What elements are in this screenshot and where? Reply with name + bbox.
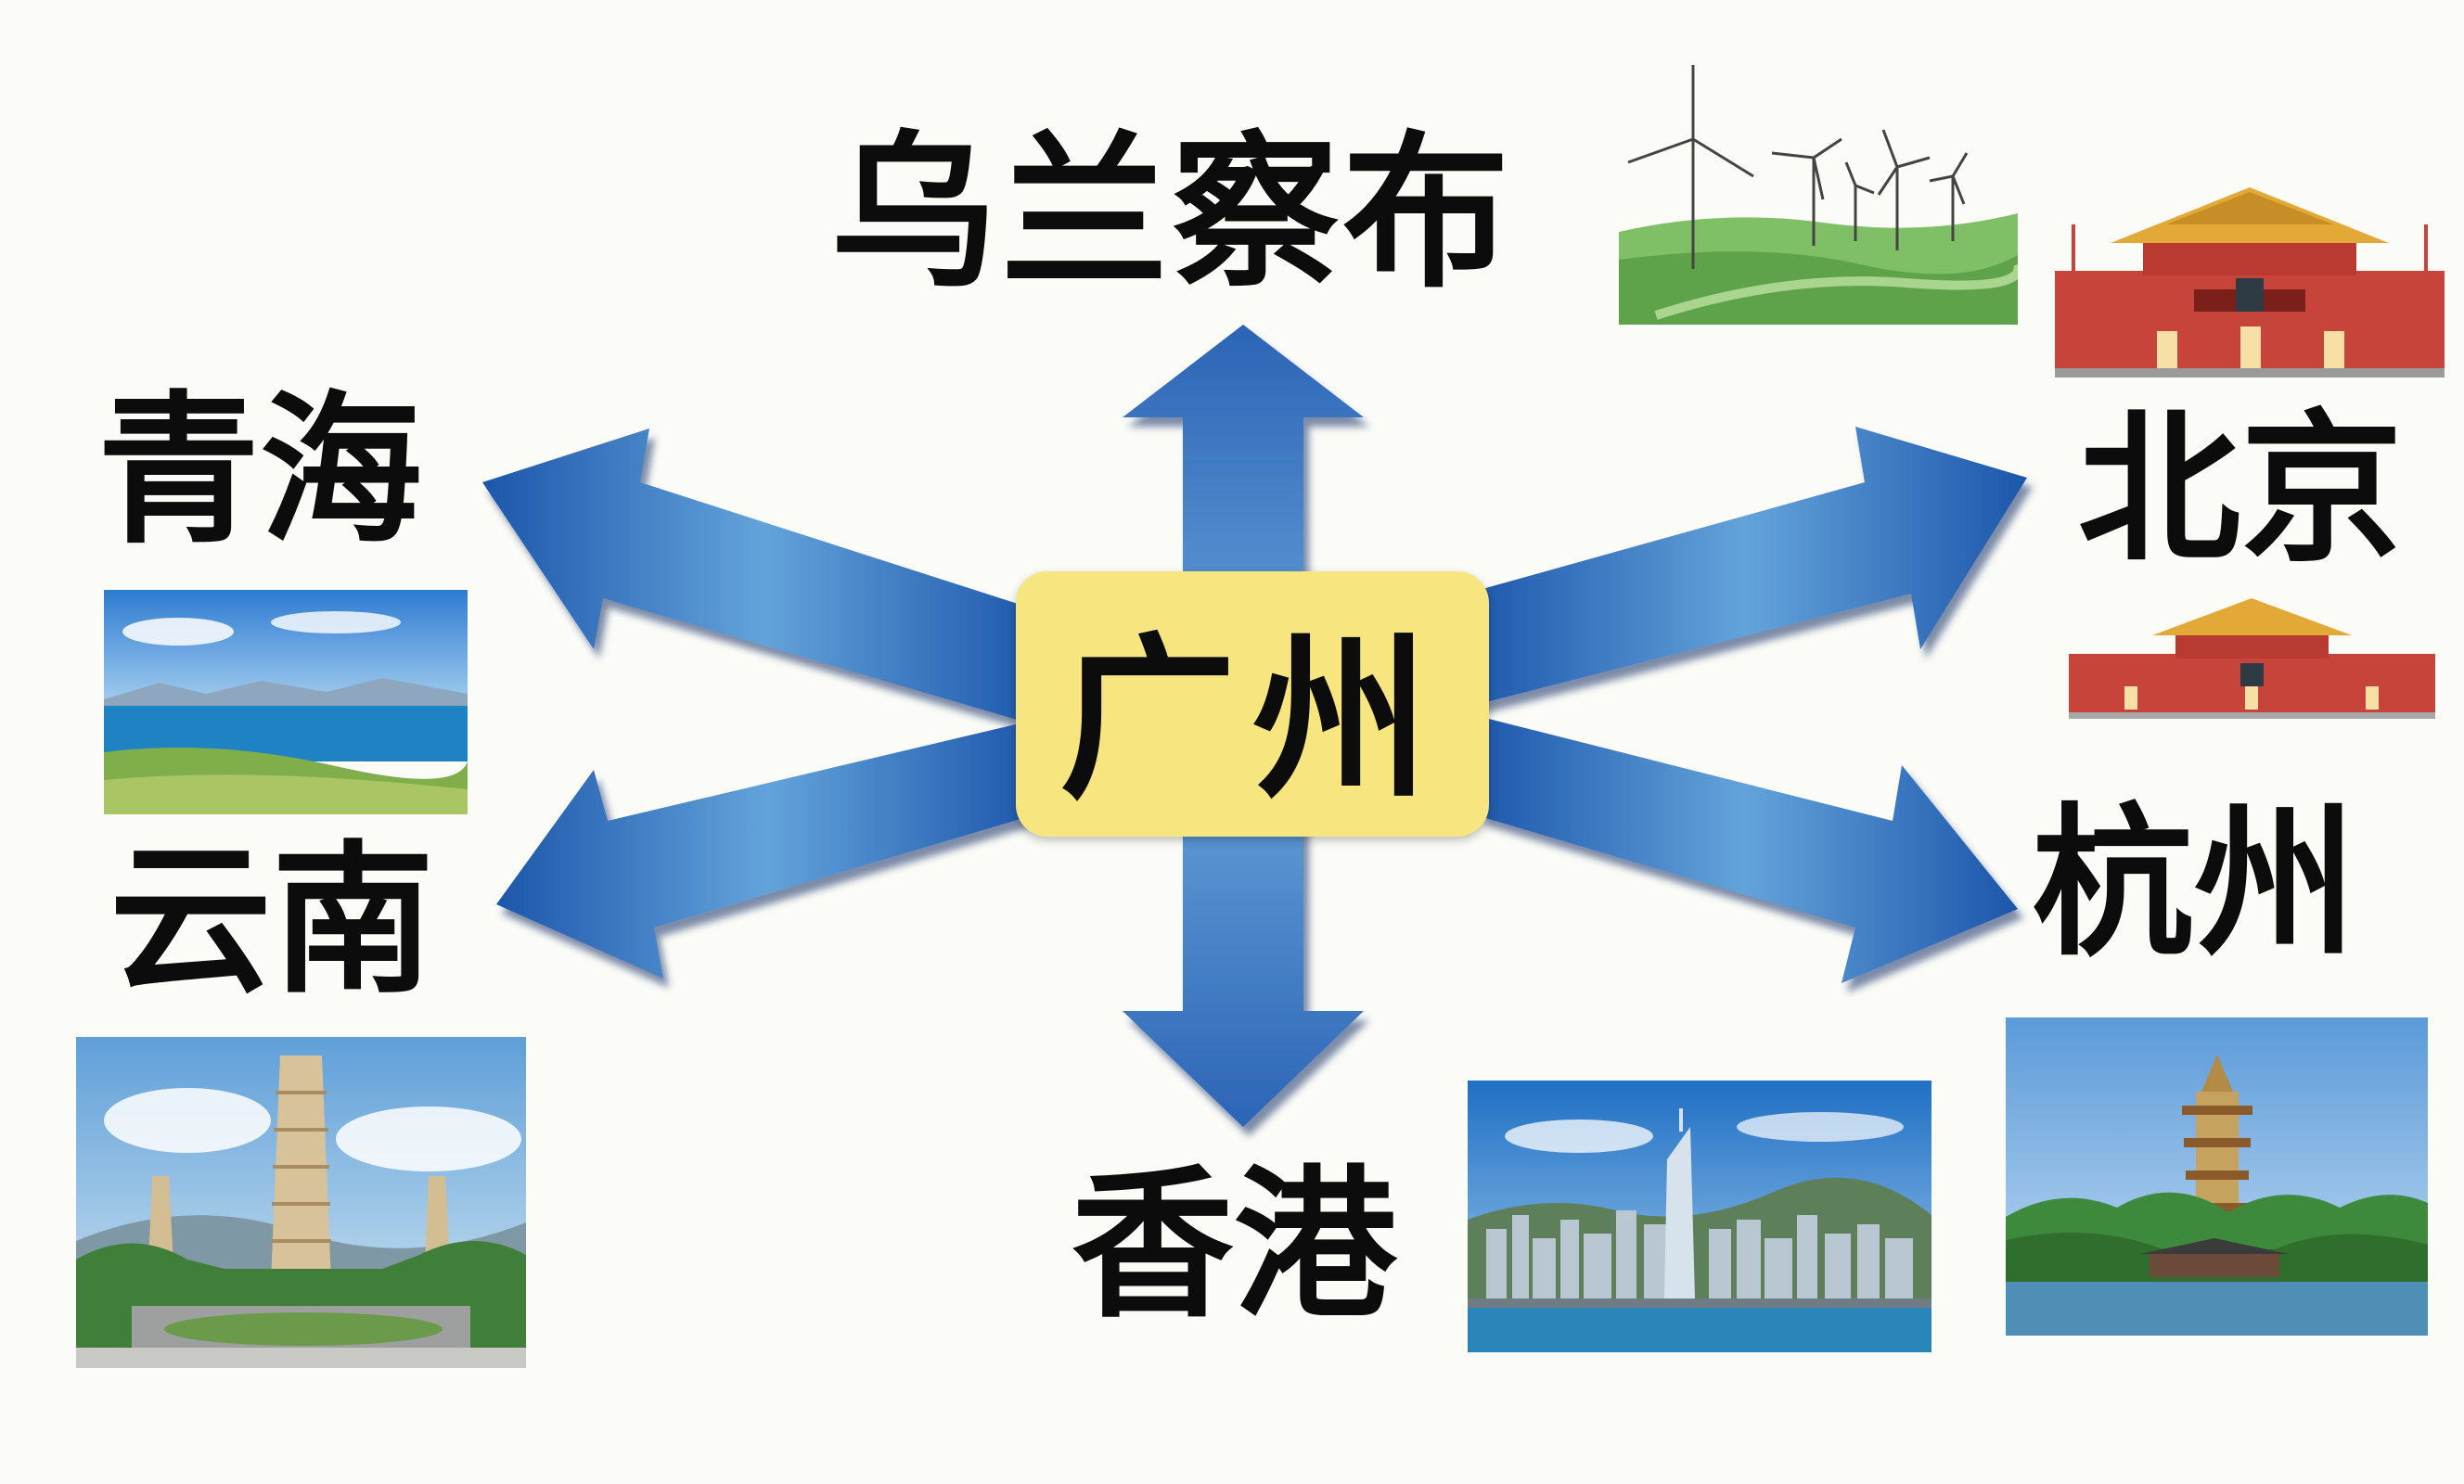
wind-turbine-image — [1619, 56, 2018, 325]
center-label: 广州 — [1059, 615, 1445, 823]
label-yunnan: 云南 — [109, 825, 434, 1016]
tiananmen-image-bottom — [2069, 594, 2435, 719]
center-node: 广州 — [1016, 571, 1489, 837]
arrow-to-hangzhou — [1470, 714, 2018, 983]
tiananmen-image-top — [2055, 169, 2445, 377]
arrow-to-qinghai — [482, 429, 1044, 723]
arrow-to-yunnan — [496, 719, 1039, 979]
yunnan-pagodas-image — [76, 1037, 526, 1368]
arrow-to-beijing — [1466, 427, 2027, 705]
label-xianggang: 香港 — [1072, 1150, 1396, 1340]
qinghai-lake-image — [104, 590, 468, 814]
label-hangzhou: 杭州 — [2032, 788, 2356, 979]
label-beijing: 北京 — [2078, 394, 2403, 584]
label-qinghai: 青海 — [97, 376, 422, 566]
label-wulanchabu: 乌兰察布 — [830, 115, 1514, 311]
hangzhou-pagoda-image — [2006, 1017, 2428, 1336]
hongkong-skyline-image — [1468, 1081, 1931, 1352]
